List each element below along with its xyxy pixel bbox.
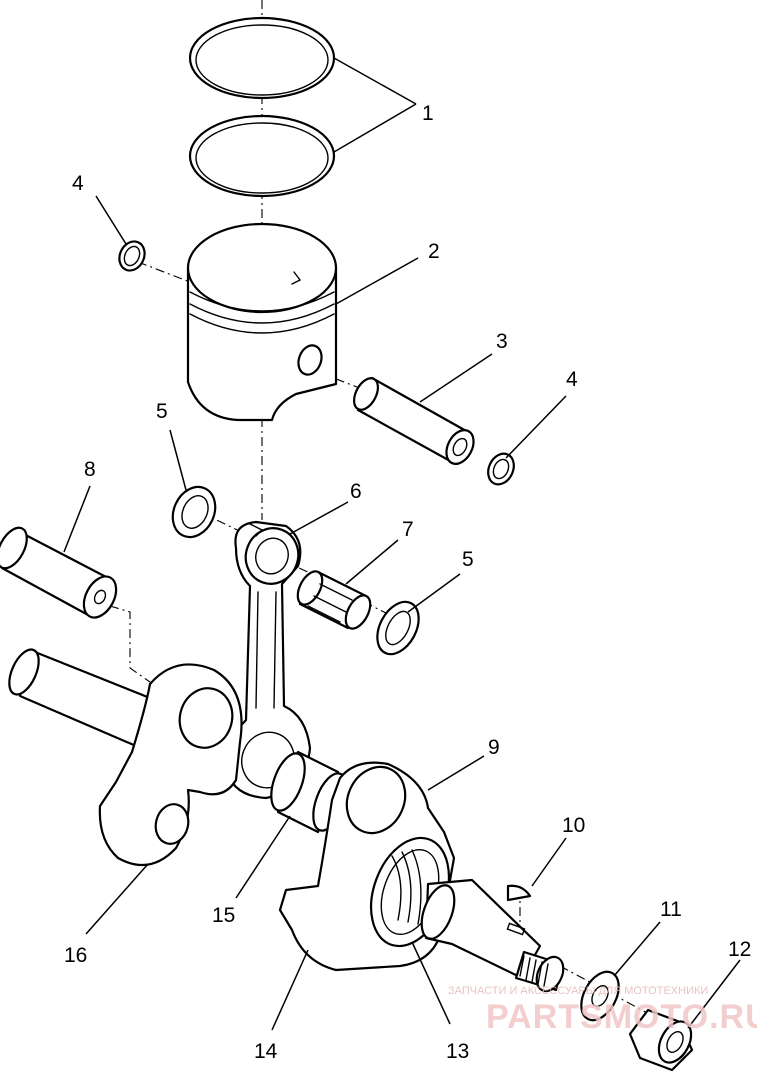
callout-2: 2	[428, 240, 440, 263]
callout-6: 6	[350, 480, 362, 503]
crank-pin	[0, 526, 118, 619]
callout-labels: 1 2 3 4 4 5 5 6 7 8 9 10 11 12 13 14 15 …	[64, 102, 751, 1063]
output-shaft	[420, 878, 565, 993]
callout-5-lower: 5	[462, 548, 474, 571]
leader-lines	[63, 57, 741, 1031]
crankshaft-left-half	[8, 648, 243, 867]
piston	[186, 222, 338, 422]
watermark: ЗАПЧАСТИ И АКСЕССУАРЫ ДЛЯ МОТОТЕХНИКИ PA…	[448, 985, 757, 1036]
callout-7: 7	[402, 518, 414, 541]
callout-10: 10	[562, 814, 585, 837]
callout-12: 12	[728, 938, 751, 961]
thrust-washer-lower	[376, 600, 420, 656]
nut	[628, 1008, 694, 1072]
circlip-left	[118, 240, 146, 272]
callout-4-left: 4	[72, 172, 84, 195]
piston-ring-upper	[188, 16, 336, 100]
circlip-right	[487, 452, 515, 486]
woodruff-key	[506, 884, 532, 902]
callout-4-right: 4	[566, 368, 578, 391]
washer	[580, 970, 620, 1022]
needle-bearing-small-end	[296, 570, 372, 630]
callout-5-upper: 5	[156, 400, 168, 423]
watermark-brand: PARTSMOTO.RU	[486, 998, 757, 1036]
piston-pin	[352, 376, 475, 465]
callout-8: 8	[84, 458, 96, 481]
callout-1: 1	[422, 102, 434, 125]
callout-16: 16	[64, 944, 87, 967]
piston-ring-lower	[188, 114, 336, 198]
callout-15: 15	[212, 904, 235, 927]
watermark-tagline: ЗАПЧАСТИ И АКСЕССУАРЫ ДЛЯ МОТОТЕХНИКИ	[448, 985, 708, 997]
callout-9: 9	[488, 736, 500, 759]
callout-13: 13	[446, 1040, 469, 1063]
callout-11: 11	[660, 898, 682, 921]
callout-14: 14	[254, 1040, 278, 1063]
thrust-washer-upper	[171, 485, 217, 539]
callout-3: 3	[496, 330, 508, 353]
